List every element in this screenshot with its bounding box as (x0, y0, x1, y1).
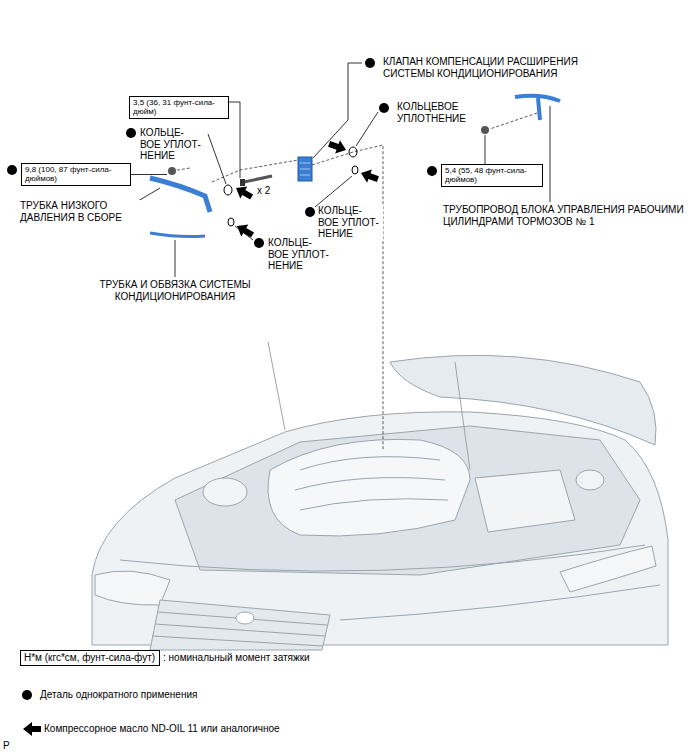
part-name: КЛАПАН КОМПЕНСАЦИИ РАСШИРЕНИЯ СИСТЕМЫ КО… (383, 56, 601, 79)
legend-text: : номинальный момент затяжки (163, 652, 310, 663)
torque-leader (485, 135, 486, 164)
legend-text: Деталь однократного применения (40, 689, 197, 700)
legend-item: Компрессорное масло ND-OIL 11 или аналог… (44, 723, 280, 735)
part-name: КОЛЬЦЕ- ВОЕ УПЛОТ- НЕНИЕ (140, 127, 205, 162)
car-illustration (92, 342, 668, 650)
torque-leader (229, 102, 240, 178)
single-use-markers (7, 58, 437, 248)
single-use-symbol (18, 687, 38, 703)
part-name: КОЛЬЦЕ- ВОЕ УПЛОТ- НЕНИЕ (268, 237, 333, 272)
torque-value: 5,4 (55, 48 фунт-сила-дюймов) (445, 166, 539, 184)
torque-box: 9,8 (100, 87 фунт-сила-дюймов) (21, 163, 131, 186)
torque-value: 9,8 (100, 87 фунт-сила-дюймов) (25, 165, 127, 183)
part-name: ТРУБКА НИЗКОГО ДАВЛЕНИЯ В СБОРЕ (20, 200, 140, 223)
legend-item: Деталь однократного применения (40, 689, 197, 701)
leader-lines (128, 63, 550, 277)
part-name: КОЛЬЦЕ- ВОЕ УПЛОТ- НЕНИЕ (318, 205, 383, 240)
legend-text: Компрессорное масло ND-OIL 11 или аналог… (44, 723, 280, 734)
part-name: ТРУБКА И ОБВЯЗКА СИСТЕМЫ КОНДИЦИОНИРОВАН… (80, 279, 270, 302)
quantity: x 2 (257, 185, 270, 197)
torque-leader (131, 174, 167, 175)
torque-value: Н*м (кгс*см, фунт-сила-фут) (24, 652, 155, 664)
part-name: ТРУБОПРОВОД БЛОКА УПРАВЛЕНИЯ РАБОЧИМИ ЦИ… (443, 204, 685, 227)
legend-torque-box: Н*м (кгс*см, фунт-сила-фут) (20, 650, 160, 666)
part-name: КОЛЬЦЕВОЕ УПЛОТНЕНИЕ (397, 101, 477, 124)
oil-arrow-symbol (22, 721, 42, 737)
torque-box: 3,5 (36, 31 фунт-сила-дюйм) (129, 96, 229, 119)
torque-box: 5,4 (55, 48 фунт-сила-дюймов) (441, 164, 543, 187)
figure-code: P (3, 740, 10, 752)
legend-item: : номинальный момент затяжки (163, 652, 310, 664)
torque-value: 3,5 (36, 31 фунт-сила-дюйм) (133, 98, 225, 116)
